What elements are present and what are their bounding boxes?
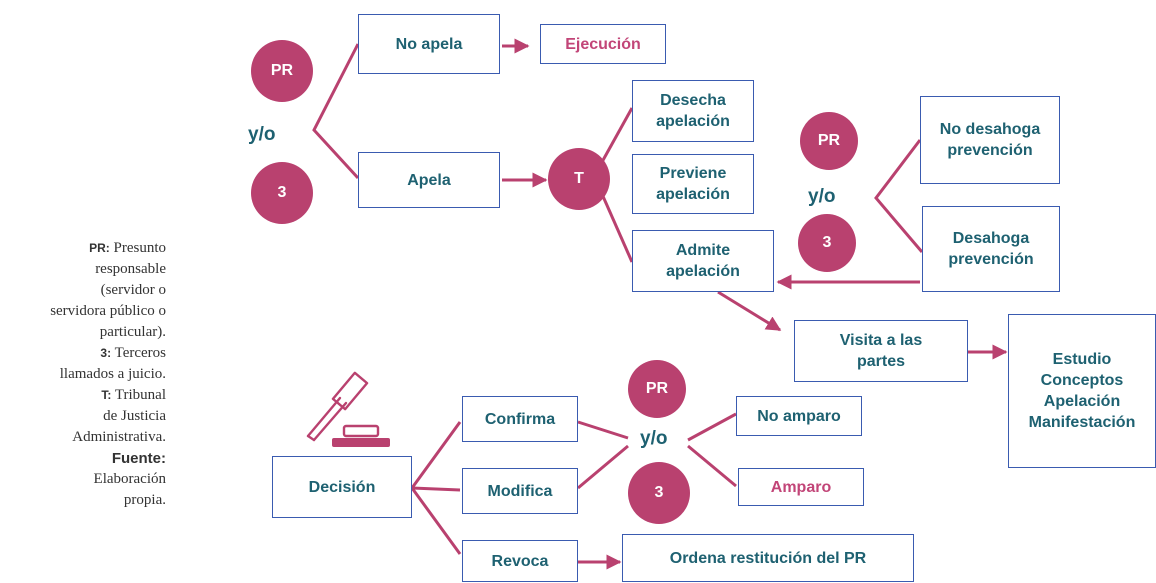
legend-pr-text1: Presunto [113,240,167,256]
legend-pr-line1: PR: Presunto [0,238,166,259]
pr-circle-top: PR [251,40,313,102]
legend-t-line1: T: Tribunal [0,385,166,406]
yo-label-top: y/o [248,124,276,145]
terceros-circle-top: 3 [251,162,313,224]
legend-t-text1: Tribunal [114,387,166,403]
legend-t3-key: 3: [100,346,112,360]
pr-circle-bottom: PR [628,360,686,418]
node-previene: Previene apelación [632,154,754,214]
node-admite: Admite apelación [632,230,774,292]
legend-pr-text4: servidora público o [50,303,166,319]
legend-fuente-key: Fuente: [111,450,166,467]
yo-label-right: y/o [808,186,836,207]
node-revoca: Revoca [462,540,578,582]
branch-modifica-yo [577,444,629,490]
branch-yo-noamparo [687,412,737,442]
node-ordena: Ordena restitución del PR [622,534,914,582]
node-desahoga: Desahoga prevención [922,206,1060,292]
legend-t-text3: Administrativa. [72,429,166,445]
legend-t3-text1: Terceros [114,345,166,361]
node-no-apela: No apela [358,14,500,74]
node-visita: Visita a las partes [794,320,968,382]
node-modifica: Modifica [462,468,578,514]
pr-circle-right: PR [800,112,858,170]
node-decision: Decisión [272,456,412,518]
branch-desahoga [874,139,924,253]
node-ejecucion: Ejecución [540,24,666,64]
node-estudio: Estudio Conceptos Apelación Manifestació… [1008,314,1156,468]
legend-t3-text2: llamados a juicio. [59,366,166,382]
node-confirma: Confirma [462,396,578,442]
legend-pr-text2: responsable [95,261,166,277]
node-apela: Apela [358,152,500,208]
legend-t-text2: de Justicia [103,408,166,424]
yo-label-bottom: y/o [640,428,668,449]
branch-yo-amparo [687,444,737,488]
node-desecha: Desecha apelación [632,80,754,142]
branch-confirma-yo [577,420,629,440]
legend-pr-key: PR: [89,241,110,255]
branch-t-desecha [600,107,634,163]
node-amparo: Amparo [738,468,864,506]
arrow-to-visita [717,290,782,332]
terceros-circle-bottom: 3 [628,462,690,524]
branch-decision-mid [411,486,461,492]
branch-no-apela [312,43,360,180]
legend-t-key: T: [101,388,112,402]
legend-fuente-text1: Elaboración [93,471,166,487]
tribunal-circle: T [548,148,610,210]
node-no-desahoga: No desahoga prevención [920,96,1060,184]
legend-pr-text3: (servidor o [100,282,166,298]
terceros-circle-right: 3 [798,214,856,272]
legend-fuente-text2: propia. [123,492,166,508]
gavel-icon [306,371,390,447]
legend-t3-line1: 3: Terceros [0,343,166,364]
legend: PR: Presunto responsable (servidor o ser… [0,238,166,511]
branch-t-admite [600,193,634,263]
legend-pr-text5: particular). [99,324,166,340]
node-no-amparo: No amparo [736,396,862,436]
